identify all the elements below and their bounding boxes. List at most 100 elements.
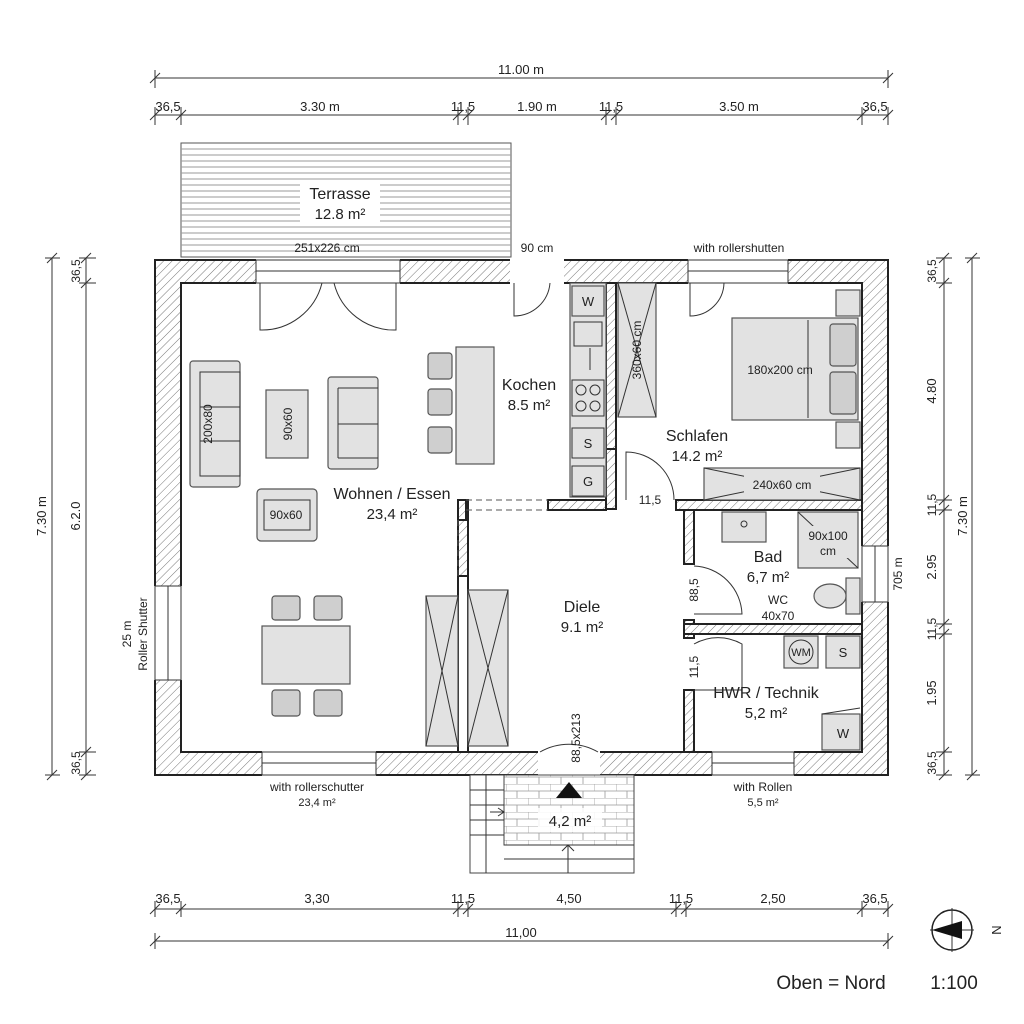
right-dimensions: 36,5 4.80 11,5 2.95 11,5 1.95 36,5 7.30 … <box>924 252 980 781</box>
coffee-table-label: 90x60 <box>281 407 295 440</box>
dim-left-top: 36,5 <box>69 259 83 283</box>
left-window-label-1: 25 m <box>120 621 134 648</box>
dim-top-seg-1: 36,5 <box>155 99 180 114</box>
dim-bottom-seg-6: 2,50 <box>760 891 785 906</box>
dim-right-7: 36,5 <box>925 751 939 775</box>
wc-label-2: 40x70 <box>762 609 795 623</box>
interior-walls <box>457 282 863 753</box>
room-kochen-name: Kochen <box>502 377 556 394</box>
room-schlafen-area: 14.2 m² <box>672 448 723 465</box>
opening-labels: 251x226 cm 90 cm with rollershutten 25 m… <box>120 241 905 809</box>
shower-label-2: cm <box>820 544 836 558</box>
dim-bottom-seg-5: 11,5 <box>669 891 693 906</box>
hwr-w-label: W <box>837 726 850 741</box>
hwr-furniture: WM S W <box>783 635 861 751</box>
dim-right-4: 2.95 <box>924 554 939 579</box>
room-hwr-area: 5,2 m² <box>745 705 788 722</box>
bedroom-wardrobe-label: 240x60 cm <box>753 478 812 492</box>
dim-left-total: 7.30 m <box>34 496 49 536</box>
dim-right-6: 1.95 <box>924 680 939 705</box>
left-dimensions: 7.30 m 6.2.0 36,5 36,5 <box>34 252 96 781</box>
bottom-dimensions: 36,5 3,30 11,5 4,50 11,5 2,50 36,5 11,00 <box>149 891 894 949</box>
room-bad-name: Bad <box>754 549 782 566</box>
dim-top-seg-7: 36,5 <box>862 99 887 114</box>
dim-bottom-seg-2: 3,30 <box>304 891 329 906</box>
windows <box>154 259 889 776</box>
dim-bottom-seg-1: 36,5 <box>155 891 180 906</box>
room-wohnen-name: Wohnen / Essen <box>333 486 450 503</box>
bedroom-window-label: with rollershutten <box>693 241 785 255</box>
room-wohnen-area: 23,4 m² <box>367 506 418 523</box>
room-kochen-area: 8.5 m² <box>508 397 551 414</box>
orientation-note: Oben = Nord <box>776 973 885 994</box>
dim-top-ticks <box>149 107 894 125</box>
kitchen-s-label: S <box>584 436 593 451</box>
kitchen-fridge-label: W <box>582 294 595 309</box>
dim-right-2: 4.80 <box>924 378 939 403</box>
dining-furniture <box>261 595 351 717</box>
shower-label-1: 90x100 <box>808 529 848 543</box>
doors <box>259 282 743 753</box>
dim-top-total: 11.00 m <box>498 62 544 77</box>
north-arrow-icon <box>932 921 962 939</box>
dim-bottom-seg-7: 36,5 <box>862 891 887 906</box>
bottom-left-window-label-1: with rollerschutter <box>269 780 364 794</box>
room-schlafen-name: Schlafen <box>666 428 728 445</box>
dim-top-seg-2: 3.30 m <box>300 99 340 114</box>
dim-left-inner: 6.2.0 <box>68 502 83 531</box>
left-window-label-2: Roller Shutter <box>136 597 150 670</box>
dim-top-seg-5: 11,5 <box>599 99 623 114</box>
dim-right-total: 7.30 m <box>955 496 970 536</box>
terrace-door-label: 251x226 cm <box>294 241 359 255</box>
room-labels: Kochen 8.5 m² Wohnen / Essen 23,4 m² Sch… <box>333 377 819 722</box>
bedroom-furniture: 180x200 cm 240x60 cm <box>703 289 861 501</box>
dim-bottom-seg-3: 11,5 <box>451 891 475 906</box>
bath-furniture: 90x100 cm WC 40x70 <box>721 511 861 623</box>
dim-top-seg-3: 11,5 <box>451 99 475 114</box>
armchair-label: 90x60 <box>270 508 303 522</box>
kitchen-g-label: G <box>583 474 593 489</box>
dim-bottom-ticks <box>149 901 894 917</box>
dim-right-5: 11,5 <box>925 617 939 640</box>
hwr-s-label: S <box>839 645 848 660</box>
dim-top-seg-4: 1.90 m <box>517 99 557 114</box>
kitchen-wardrobe-label: 360x60 cm <box>630 321 644 380</box>
kitchen-door-label: 90 cm <box>521 241 554 255</box>
entry-area: 4,2 m² <box>549 813 592 830</box>
right-window-label: 705 m <box>891 557 905 590</box>
wc-label-1: WC <box>768 593 788 607</box>
top-dimensions: 11.00 m 36,5 3.30 m 11,5 1.90 m 11,5 3.5… <box>149 62 894 125</box>
washing-machine-label: WM <box>791 647 811 659</box>
hall-wardrobes <box>425 589 509 747</box>
room-diele-name: Diele <box>564 599 601 616</box>
kitchen-furniture: W S G 360x60 cm <box>569 282 657 498</box>
bottom-right-window-label-1: with Rollen <box>733 780 793 794</box>
room-diele-area: 9.1 m² <box>561 619 604 636</box>
dim-left-bottom: 36,5 <box>69 751 83 775</box>
room-hwr-name: HWR / Technik <box>713 685 820 702</box>
entry-door-label: 88,5x213 <box>569 713 583 763</box>
dim-bottom-total: 11,00 <box>505 925 537 940</box>
bed-label: 180x200 cm <box>747 363 812 377</box>
terrace-area: 12.8 m² <box>315 206 366 223</box>
bath-door-label: 88,5 <box>687 578 701 602</box>
dim-right-3: 11,5 <box>925 493 939 516</box>
hwr-door-label: 11,5 <box>687 655 701 678</box>
compass-north-label: N <box>989 925 1004 934</box>
dim-top-seg-6: 3.50 m <box>719 99 759 114</box>
terrace-name: Terrasse <box>309 186 370 203</box>
room-bad-area: 6,7 m² <box>747 569 790 586</box>
living-furniture: 200x80 90x60 90x60 <box>189 346 495 542</box>
entry-arrow-icon <box>556 782 582 798</box>
bottom-right-window-label-2: 5,5 m² <box>747 797 779 809</box>
drawing-scale: 1:100 <box>930 973 978 994</box>
compass: N <box>930 908 1004 952</box>
dim-bottom-seg-4: 4,50 <box>556 891 581 906</box>
sofa-label: 200x80 <box>201 404 215 444</box>
bedroom-door-label: 11,5 <box>639 493 662 507</box>
terrace: Terrasse 12.8 m² <box>180 142 512 258</box>
bottom-left-window-label-2: 23,4 m² <box>298 797 336 809</box>
dim-right-1: 36,5 <box>925 259 939 283</box>
entry-steps: 4,2 m² <box>469 774 635 874</box>
